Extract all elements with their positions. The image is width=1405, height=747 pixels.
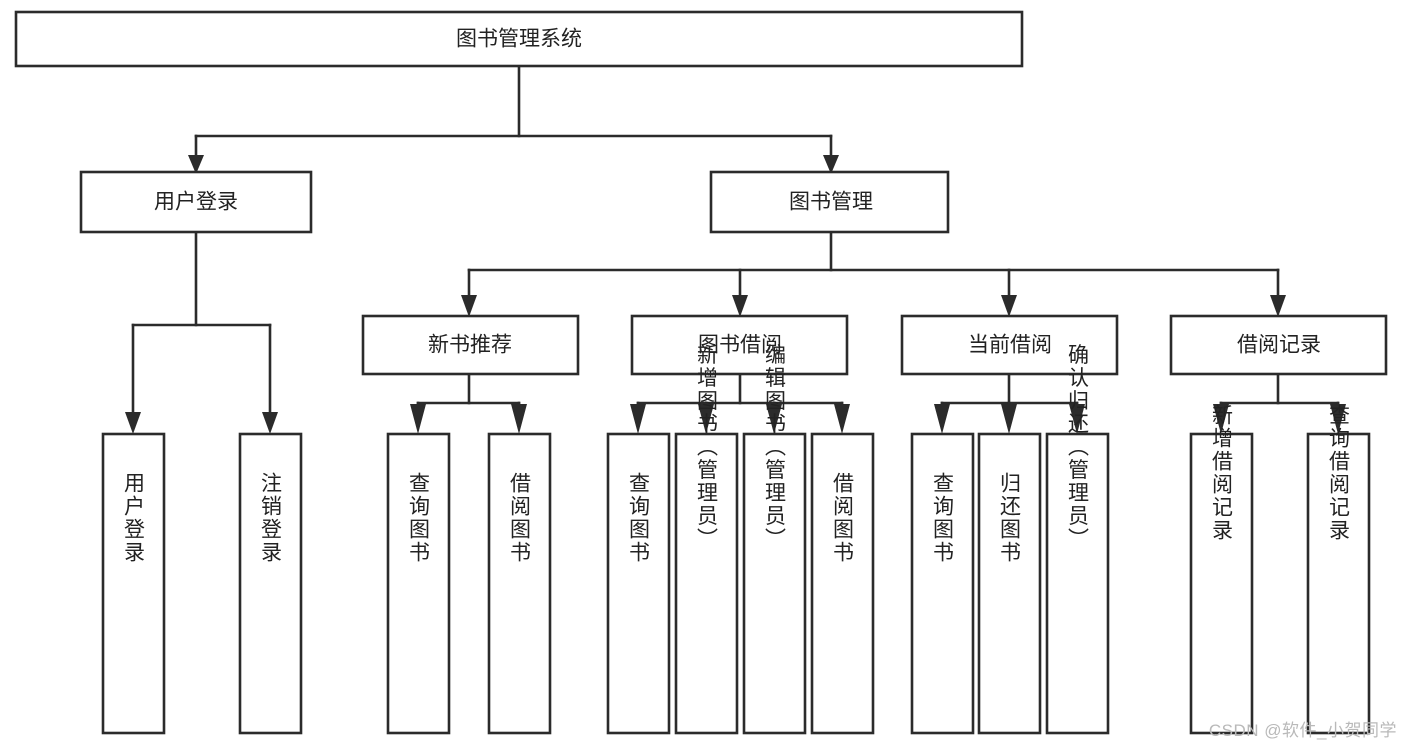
- node-book-borrow-box[interactable]: [630, 314, 849, 376]
- node-leaf-user-login-label: 用户登录: [122, 472, 146, 564]
- node-book-borrow-label: 图书借阅: [698, 334, 782, 357]
- node-leaf-borrow-book-2[interactable]: 借阅图书: [810, 432, 875, 735]
- arrowhead-leaf-borrow-book-1: [511, 404, 527, 434]
- arrowhead-new-book-rec: [461, 295, 477, 317]
- arrowhead-leaf-query-record: [1330, 404, 1346, 434]
- arrowhead-leaf-query-book-3: [934, 404, 950, 434]
- node-new-book-rec-box[interactable]: [361, 314, 580, 376]
- node-leaf-user-login-box[interactable]: [101, 432, 166, 735]
- edges-book-manage-to-level3: [461, 230, 1286, 317]
- node-new-book-rec[interactable]: 新书推荐: [361, 314, 580, 376]
- node-leaf-add-record-label: 新增借阅记录: [1210, 404, 1234, 542]
- node-leaf-confirm-return-box[interactable]: [1045, 432, 1110, 735]
- node-book-manage[interactable]: 图书管理: [709, 170, 950, 234]
- node-book-borrow[interactable]: 图书借阅: [630, 314, 849, 376]
- edges-new-book-rec-to-leaves: [410, 372, 527, 434]
- node-leaf-logout[interactable]: 注销登录: [238, 432, 303, 735]
- node-leaf-query-book-3-label: 查询图书: [931, 472, 955, 564]
- node-leaf-query-record-label: 查询借阅记录: [1327, 404, 1351, 542]
- arrowhead-leaf-confirm-return: [1069, 404, 1085, 434]
- node-user-login-box[interactable]: [79, 170, 313, 234]
- node-current-borrow[interactable]: 当前借阅: [900, 314, 1119, 376]
- arrowhead-book-borrow: [732, 295, 748, 317]
- node-leaf-borrow-book-2-label: 借阅图书: [831, 472, 855, 564]
- node-leaf-return-book-box[interactable]: [977, 432, 1042, 735]
- node-leaf-edit-book-box[interactable]: [742, 432, 807, 735]
- arrowhead-borrow-record: [1270, 295, 1286, 317]
- node-root[interactable]: 图书管理系统: [14, 10, 1024, 68]
- node-leaf-add-book-box[interactable]: [674, 432, 739, 735]
- node-leaf-query-record[interactable]: 查询借阅记录: [1306, 404, 1371, 735]
- edges-borrow-record-to-leaves: [1213, 372, 1346, 434]
- node-leaf-query-book-2-label: 查询图书: [627, 472, 651, 564]
- arrowhead-leaf-edit-book: [766, 404, 782, 434]
- arrowhead-leaf-logout: [262, 412, 278, 434]
- node-leaf-query-book-3[interactable]: 查询图书: [910, 432, 975, 735]
- node-leaf-confirm-return[interactable]: 确认归还（管理员）: [1045, 344, 1110, 735]
- node-leaf-confirm-return-label: 确认归还（管理员）: [1066, 344, 1090, 551]
- node-current-borrow-box[interactable]: [900, 314, 1119, 376]
- node-leaf-borrow-book-1[interactable]: 借阅图书: [487, 432, 552, 735]
- node-leaf-query-book-2[interactable]: 查询图书: [606, 432, 671, 735]
- arrowhead-leaf-query-book-2: [630, 404, 646, 434]
- arrowhead-current-borrow: [1001, 295, 1017, 317]
- edges-current-borrow-to-leaves: [934, 372, 1085, 434]
- edges-root-to-level2: [188, 64, 839, 174]
- node-leaf-query-book-3-box[interactable]: [910, 432, 975, 735]
- node-leaf-add-record-box[interactable]: [1189, 432, 1254, 735]
- node-leaf-query-record-box[interactable]: [1306, 432, 1371, 735]
- node-book-manage-box[interactable]: [709, 170, 950, 234]
- node-user-login[interactable]: 用户登录: [79, 170, 313, 234]
- node-borrow-record-label: 借阅记录: [1237, 334, 1321, 357]
- node-leaf-add-record[interactable]: 新增借阅记录: [1189, 404, 1254, 735]
- node-leaf-add-book-label: 新增图书（管理员）: [695, 344, 719, 551]
- arrowhead-leaf-query-book-1: [410, 404, 426, 434]
- arrowhead-leaf-add-book: [698, 404, 714, 434]
- node-leaf-borrow-book-1-box[interactable]: [487, 432, 552, 735]
- arrowhead-leaf-user-login: [125, 412, 141, 434]
- arrowhead-leaf-add-record: [1213, 404, 1229, 434]
- node-current-borrow-label: 当前借阅: [968, 334, 1052, 357]
- node-leaf-add-book[interactable]: 新增图书（管理员）: [674, 344, 739, 735]
- arrowhead-leaf-return-book: [1001, 404, 1017, 434]
- node-borrow-record[interactable]: 借阅记录: [1169, 314, 1388, 376]
- node-leaf-query-book-1-label: 查询图书: [407, 472, 431, 564]
- node-root-label: 图书管理系统: [456, 28, 582, 51]
- node-leaf-user-login[interactable]: 用户登录: [101, 432, 166, 735]
- node-leaf-return-book-label: 归还图书: [998, 472, 1022, 564]
- node-new-book-rec-label: 新书推荐: [428, 334, 512, 357]
- node-user-login-label: 用户登录: [154, 191, 238, 214]
- node-borrow-record-box[interactable]: [1169, 314, 1388, 376]
- node-book-manage-label: 图书管理: [789, 191, 873, 214]
- node-leaf-query-book-2-box[interactable]: [606, 432, 671, 735]
- arrowhead-leaf-borrow-book-2: [834, 404, 850, 434]
- node-leaf-query-book-1-box[interactable]: [386, 432, 451, 735]
- node-leaf-logout-label: 注销登录: [259, 472, 283, 564]
- node-leaf-edit-book-label: 编辑图书（管理员）: [763, 344, 787, 551]
- node-leaf-borrow-book-2-box[interactable]: [810, 432, 875, 735]
- edges-user-login-to-leaves: [125, 230, 278, 434]
- arrowhead-book-manage: [823, 155, 839, 174]
- node-leaf-query-book-1[interactable]: 查询图书: [386, 432, 451, 735]
- node-leaf-logout-box[interactable]: [238, 432, 303, 735]
- node-root-box[interactable]: [14, 10, 1024, 68]
- node-leaf-borrow-book-1-label: 借阅图书: [508, 472, 532, 564]
- node-leaf-return-book[interactable]: 归还图书: [977, 432, 1042, 735]
- edges-book-borrow-to-leaves: [630, 372, 850, 434]
- node-leaf-edit-book[interactable]: 编辑图书（管理员）: [742, 344, 807, 735]
- arrowhead-user-login: [188, 155, 204, 174]
